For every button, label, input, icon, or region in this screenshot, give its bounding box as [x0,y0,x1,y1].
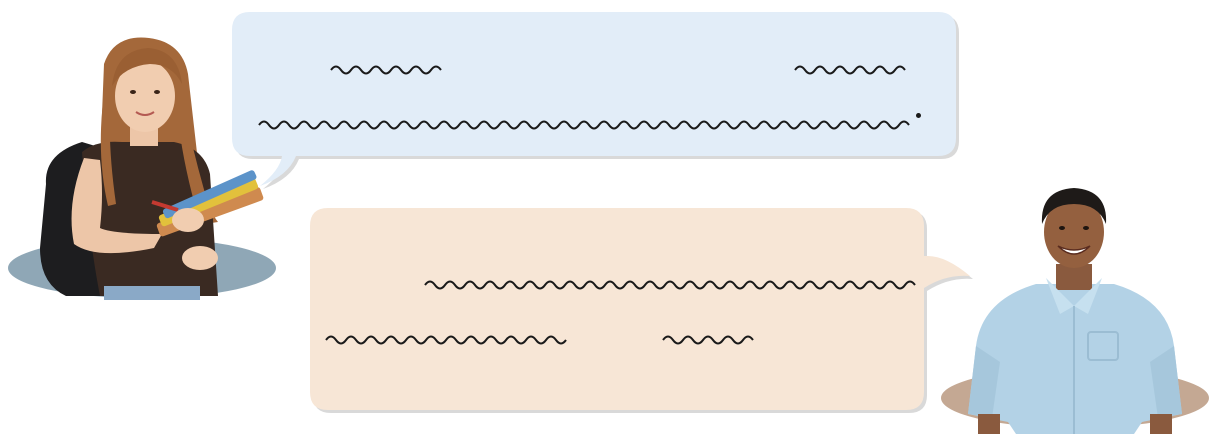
speaker-man-illustration [938,182,1212,436]
period-mark [916,113,921,118]
blank-line-b1 [424,280,916,290]
speech-bubble-man [306,204,974,422]
blank-line-a2 [794,65,906,75]
blank-line-b3 [662,335,754,345]
blank-line-a3 [258,120,910,130]
speaker-girl-illustration [4,34,279,302]
blank-line-b2 [325,335,567,345]
speech-bubble-girl [228,8,962,190]
blank-line-a1 [330,65,442,75]
